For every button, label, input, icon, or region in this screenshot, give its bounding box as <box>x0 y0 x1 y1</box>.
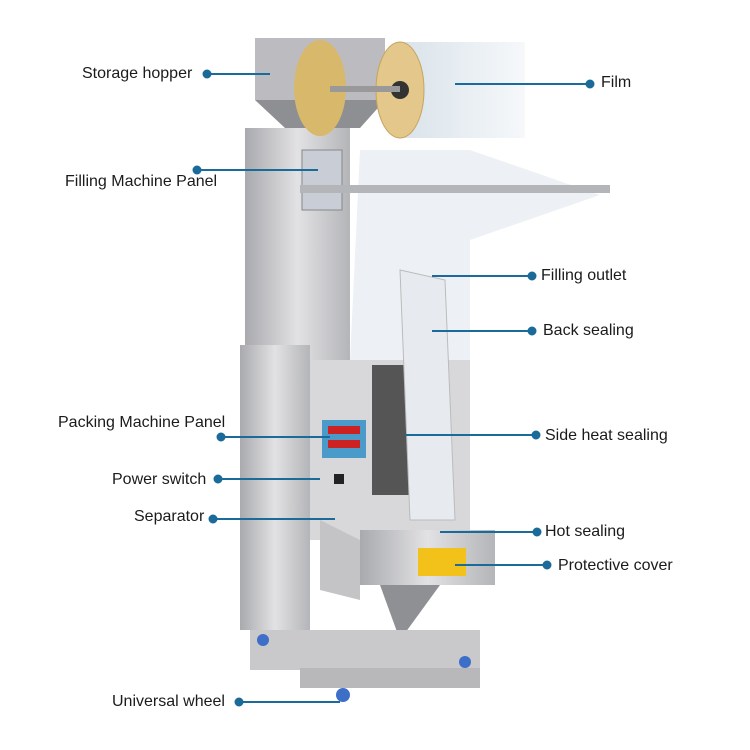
label-protective-cover: Protective cover <box>558 557 673 574</box>
packing-panel-display <box>322 420 366 458</box>
label-power-switch: Power switch <box>112 471 207 488</box>
power-switch <box>334 474 344 484</box>
label-filling-machine-panel: Filling Machine Panel <box>65 173 218 190</box>
label-storage-hopper: Storage hopper <box>82 65 193 82</box>
label-universal-wheel: Universal wheel <box>112 693 225 710</box>
label-back-sealing: Back sealing <box>543 322 634 339</box>
label-film: Film <box>601 74 632 91</box>
universal-wheels <box>257 634 471 702</box>
leader-dot <box>202 69 212 79</box>
label-separator: Separator <box>134 508 205 525</box>
label-filling-outlet: Filling outlet <box>541 267 627 284</box>
label-packing-machine-panel: Packing Machine Panel <box>58 414 226 431</box>
label-hot-sealing: Hot sealing <box>545 523 626 540</box>
packing-cabinet <box>240 345 310 630</box>
film-roll <box>294 40 525 139</box>
label-side-heat-sealing: Side heat sealing <box>545 427 668 444</box>
